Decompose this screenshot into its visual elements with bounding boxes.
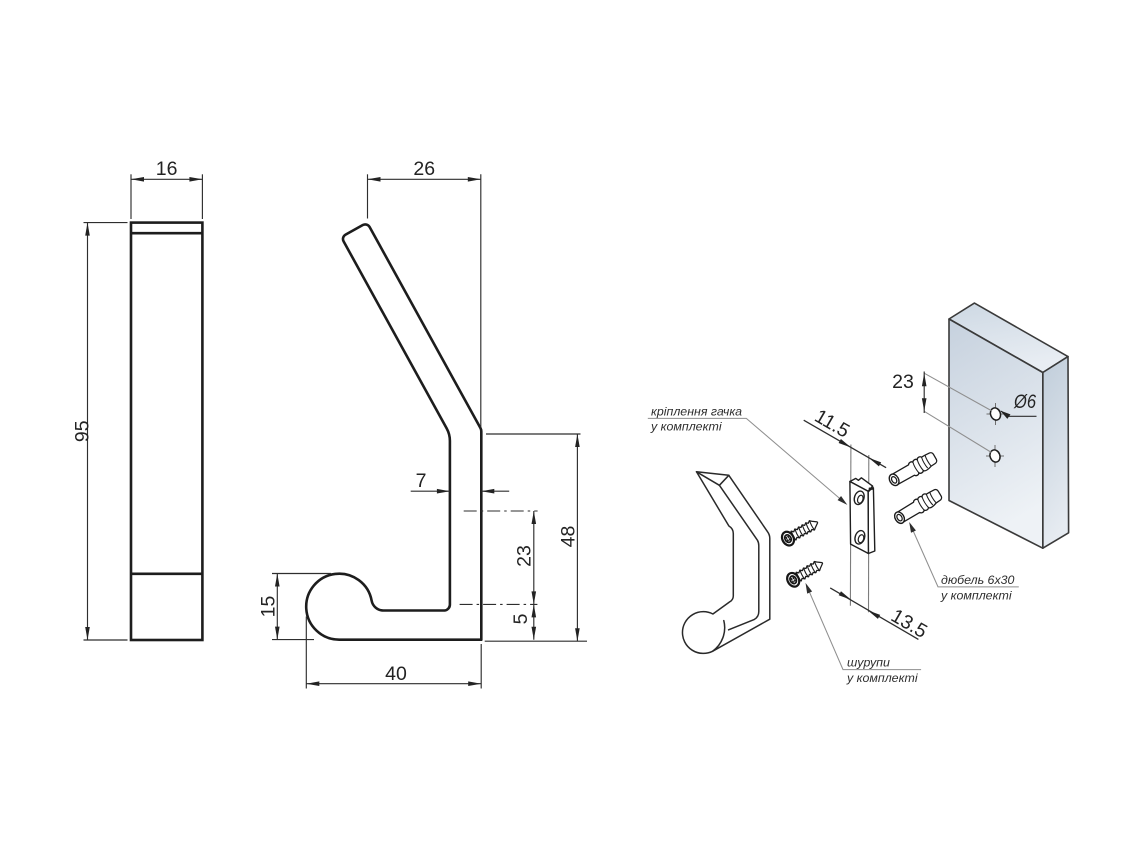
plate-notch [868,486,874,492]
dowel-upper [885,449,940,490]
plate-side-face [867,487,876,555]
dim-arrowhead [481,488,495,494]
dim-text-40: 40 [385,663,407,685]
dim-arrowhead [575,434,580,447]
dim-arrowhead [531,511,537,524]
path-segment [647,417,846,504]
dim-height-95 [83,222,128,641]
dim-arrowhead [131,177,144,182]
dim-arrowhead [275,626,280,640]
label-mount-line1: кріплення гачка [651,405,742,419]
dim-text-15: 15 [258,596,280,618]
side-view: 16 95 [72,158,204,642]
dim-text-23: 23 [514,545,536,567]
dim-height-48 [484,433,587,642]
dim-text-7: 7 [416,470,427,492]
dim-arrowhead [367,177,381,182]
dim-arrowhead [921,398,927,412]
hook-3d-cap-arc [711,619,726,653]
label-screws-line1: шурупи [847,656,890,670]
path-segment [910,524,1019,588]
dim-arrowhead [85,222,90,236]
dim-arrowhead [85,627,90,640]
dowel-lower [891,486,945,528]
dim-arrowhead [436,488,450,494]
mount-plate [849,477,876,555]
line-segment [923,410,992,453]
dim-arrowhead [867,455,882,467]
dim-top-width-26 [366,174,482,427]
dim-arrowhead [575,628,580,642]
label-dowel-line2: у комплекті [940,589,1013,603]
dim-text-5: 5 [510,613,532,624]
label-mount-line2: у комплекті [650,420,723,434]
profile-view-outline [304,223,483,641]
plate-hole-lower [854,529,866,545]
dim-text-95: 95 [72,420,94,442]
dim-text-13-5: 13.5 [887,605,931,643]
label-screws: шурупи у комплекті [803,581,922,685]
panel-hole-upper [989,407,1002,421]
dim-text-16: 16 [156,158,178,180]
dim-arrowhead [306,681,320,686]
leader-arrowhead [803,581,813,594]
label-dowel: дюбель 6х30 у комплекті [906,520,1019,603]
label-mount: кріплення гачка у комплекті [647,405,850,507]
plate-hole-upper [853,490,865,506]
screw-upper [778,514,822,549]
dim-text-panel-23: 23 [892,371,914,393]
dim-text-26: 26 [413,158,435,180]
dim-depth-40 [305,616,482,689]
profile-centerlines [459,510,538,605]
path-segment [806,585,922,671]
dim-arrowhead [531,591,537,605]
label-dowel-line1: дюбель 6х30 [941,573,1015,587]
dim-arrowhead [189,177,203,182]
leader-arrowhead [906,520,916,533]
dim-text-48: 48 [558,526,580,548]
dim-panel-hole-spacing: 23 [892,371,993,453]
hook-3d-crease [718,484,760,631]
dim-arrowhead [531,626,537,640]
panel-side-face [1042,355,1070,550]
panel-hole-lower [989,449,1001,463]
dim-arrowhead [275,573,280,587]
dim-arrowhead [921,373,927,387]
hook-3d-silhouette [681,471,771,655]
label-screws-line2: у комплекті [846,671,919,685]
assembly-view: 23 Ø6 11.5 13.5 кріплення гачка у ко [647,302,1070,685]
side-view-outline [129,221,204,642]
wall-panel [948,302,1070,550]
hook-3d [681,471,771,655]
dim-plate-depth: 13.5 [829,587,931,643]
hook-3d-tip-face [695,471,730,487]
screw-lower [783,555,827,590]
dim-plate-width: 11.5 [803,405,887,469]
dim-arrowhead [467,177,481,182]
dim-arrowhead [531,604,537,618]
panel-holes [986,403,1005,467]
dim-text-diameter: Ø6 [1013,391,1036,413]
ellipse-segment [857,534,865,544]
ellipse-segment [856,494,864,504]
profile-view: 26 7 23 5 48 [258,158,587,689]
dim-hole-diameter: Ø6 [998,391,1037,419]
dim-arrowhead [468,681,482,686]
panel-front-face [948,318,1044,550]
line-segment [923,372,993,412]
